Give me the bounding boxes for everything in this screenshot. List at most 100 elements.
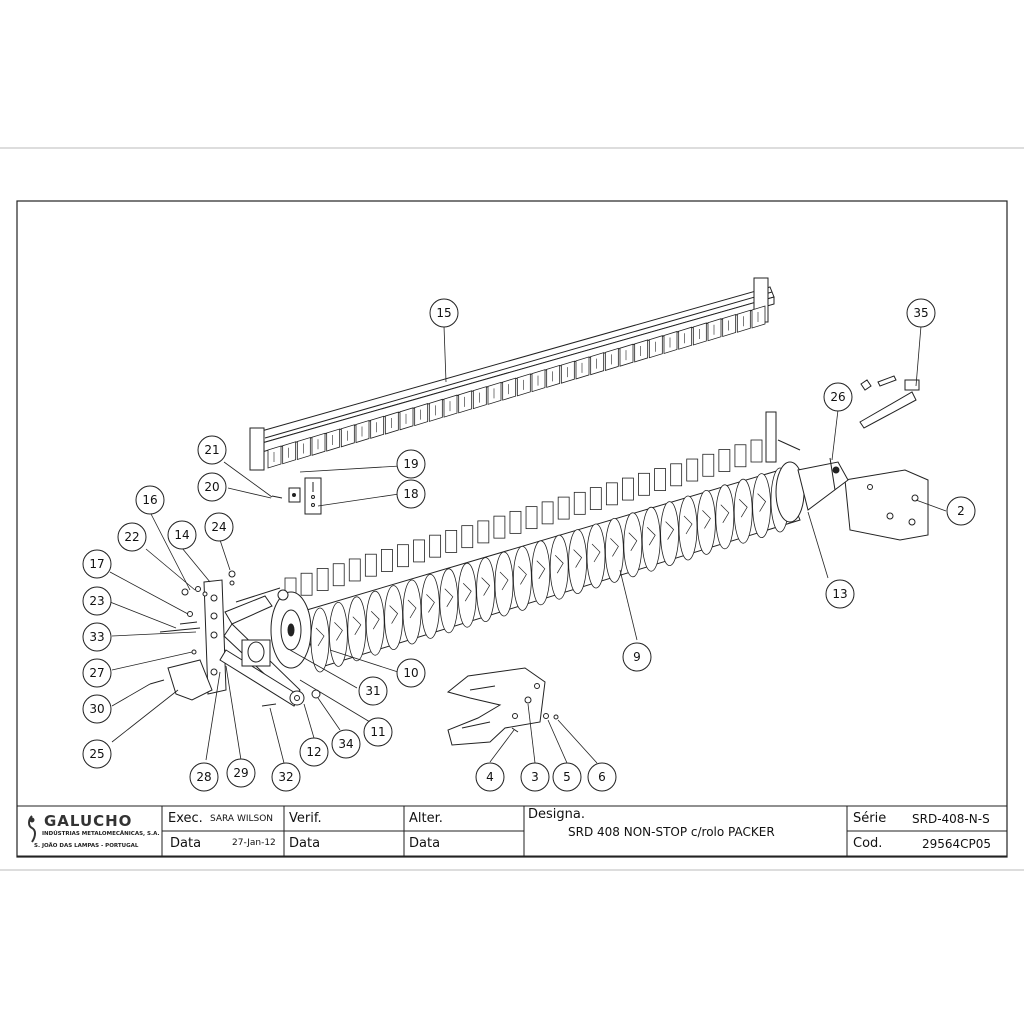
balloon-18: 18 — [396, 479, 426, 509]
balloon-number: 22 — [124, 530, 139, 544]
company-logo-icon — [28, 815, 36, 843]
balloon-number: 3 — [531, 770, 539, 784]
balloon-number: 23 — [89, 594, 104, 608]
alter-date-label: Data — [409, 836, 441, 851]
balloon-circle — [552, 762, 582, 792]
balloon-circle — [271, 762, 301, 792]
balloon-13: 13 — [825, 579, 855, 609]
balloon-circle — [825, 579, 855, 609]
leader-lines — [109, 325, 947, 764]
cod-value: 29564CP05 — [922, 837, 992, 851]
balloon-number: 27 — [89, 666, 104, 680]
balloon-20: 20 — [197, 472, 227, 502]
balloon-14: 14 — [167, 520, 197, 550]
verif-date-label: Data — [289, 836, 321, 851]
designation-label: Designa. — [528, 807, 585, 822]
company-line-2: S. JOÃO DAS LAMPAS - PORTUGAL — [34, 843, 139, 849]
right-bracket-part — [765, 375, 929, 541]
balloon-circle — [204, 512, 234, 542]
balloon-9: 9 — [622, 642, 652, 672]
exec-date-label: Data — [170, 836, 202, 851]
verif-label: Verif. — [289, 811, 322, 826]
company-name: GALUCHO — [44, 812, 133, 830]
balloon-number: 17 — [89, 557, 104, 571]
balloon-circle — [475, 762, 505, 792]
balloon-5: 5 — [552, 762, 582, 792]
balloon-circle — [906, 298, 936, 328]
balloon-number: 18 — [403, 487, 418, 501]
balloon-3: 3 — [520, 762, 550, 792]
exec-date-value: 27-Jan-12 — [232, 838, 276, 848]
balloon-31: 31 — [358, 676, 388, 706]
balloon-number: 13 — [832, 587, 847, 601]
cod-label: Cod. — [853, 836, 883, 851]
balloon-6: 6 — [587, 762, 617, 792]
balloon-number: 21 — [204, 443, 219, 457]
balloon-number: 11 — [370, 725, 385, 739]
balloon-circle — [82, 586, 112, 616]
balloon-circle — [396, 479, 426, 509]
balloon-12: 12 — [299, 737, 329, 767]
balloon-number: 20 — [204, 480, 219, 494]
balloon-circle — [226, 758, 256, 788]
balloon-25: 25 — [82, 739, 112, 769]
balloon-circle — [82, 658, 112, 688]
company-logo: GALUCHO INDÚSTRIAS METALOMECÂNICAS, S.A.… — [22, 812, 160, 854]
balloon-number: 2 — [957, 504, 965, 518]
balloon-circle — [189, 762, 219, 792]
balloon-number: 4 — [486, 770, 494, 784]
balloon-34: 34 — [331, 729, 361, 759]
tine-plate-part — [271, 477, 322, 515]
balloon-24: 24 — [204, 512, 234, 542]
balloon-circle — [82, 739, 112, 769]
balloon-circle — [331, 729, 361, 759]
balloon-4: 4 — [475, 762, 505, 792]
balloon-number: 6 — [598, 770, 606, 784]
balloon-number: 16 — [142, 493, 157, 507]
title-block-frame — [16, 805, 1008, 857]
balloon-circle — [82, 549, 112, 579]
balloon-circle — [197, 472, 227, 502]
balloon-2: 2 — [946, 496, 976, 526]
balloon-number: 5 — [563, 770, 571, 784]
balloon-11: 11 — [363, 717, 393, 747]
balloon-10: 10 — [396, 658, 426, 688]
alter-label: Alter. — [409, 811, 443, 826]
exec-label: Exec. — [168, 811, 203, 826]
balloon-number: 12 — [306, 745, 321, 759]
balloon-circle — [946, 496, 976, 526]
balloon-35: 35 — [906, 298, 936, 328]
balloon-circle — [622, 642, 652, 672]
balloon-number: 28 — [196, 770, 211, 784]
balloon-number: 9 — [633, 650, 641, 664]
left-linkage-part — [149, 570, 321, 707]
balloon-circle — [823, 382, 853, 412]
drawing-frame — [16, 200, 1008, 858]
balloon-number: 31 — [365, 684, 380, 698]
balloon-number: 29 — [233, 766, 248, 780]
balloon-26: 26 — [823, 382, 853, 412]
balloon-number: 14 — [174, 528, 189, 542]
balloon-21: 21 — [197, 435, 227, 465]
balloon-15: 15 — [429, 298, 459, 328]
balloon-number: 32 — [278, 770, 293, 784]
balloon-circle — [167, 520, 197, 550]
balloon-circle — [520, 762, 550, 792]
balloon-number: 33 — [89, 630, 104, 644]
balloon-number: 15 — [436, 306, 451, 320]
balloon-circle — [396, 449, 426, 479]
balloon-23: 23 — [82, 586, 112, 616]
balloon-22: 22 — [117, 522, 147, 552]
company-line-1: INDÚSTRIAS METALOMECÂNICAS, S.A. — [42, 831, 160, 837]
balloon-27: 27 — [82, 658, 112, 688]
balloon-29: 29 — [226, 758, 256, 788]
balloon-circle — [363, 717, 393, 747]
balloon-33: 33 — [82, 622, 112, 652]
balloon-28: 28 — [189, 762, 219, 792]
balloon-number: 10 — [403, 666, 418, 680]
serie-label: Série — [853, 811, 887, 826]
designation-value: SRD 408 NON-STOP c/rolo PACKER — [568, 825, 775, 839]
balloon-circle — [358, 676, 388, 706]
balloon-circle — [135, 485, 165, 515]
